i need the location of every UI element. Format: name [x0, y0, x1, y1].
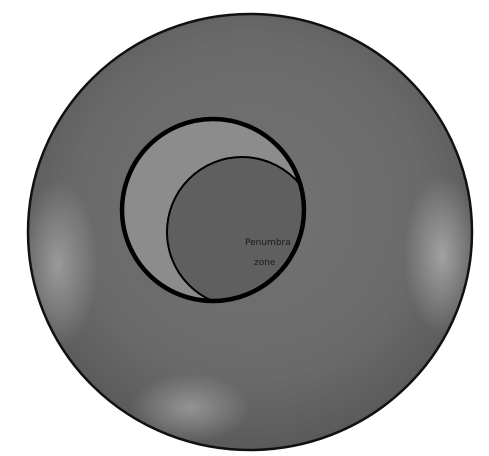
- label-line-2: zone: [254, 258, 276, 268]
- label-line-1: Penumbra: [245, 238, 291, 248]
